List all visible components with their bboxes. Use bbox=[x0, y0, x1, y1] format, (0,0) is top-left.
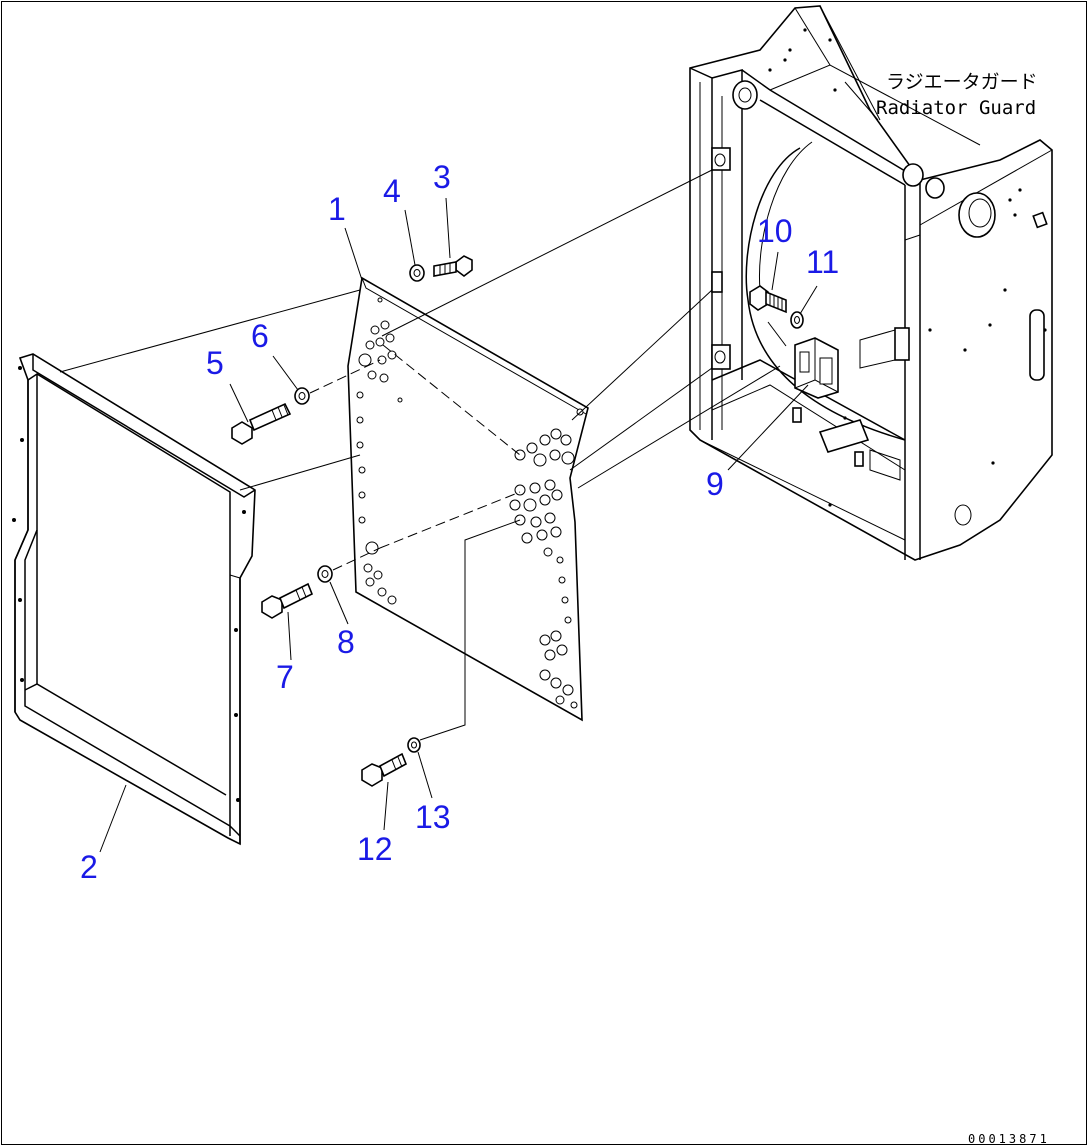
callout-9: 9 bbox=[706, 466, 724, 502]
part-12-bolt bbox=[361, 752, 408, 787]
callout-8: 8 bbox=[337, 624, 355, 660]
part-6-washer bbox=[294, 387, 310, 405]
callout-1: 1 bbox=[328, 191, 346, 227]
part-4-washer bbox=[409, 264, 425, 282]
callout-13: 13 bbox=[415, 799, 451, 835]
callout-2: 2 bbox=[80, 849, 98, 885]
callout-4: 4 bbox=[383, 173, 401, 209]
radiator-frame bbox=[689, 5, 1053, 561]
part-8-washer bbox=[317, 565, 333, 583]
callout-5: 5 bbox=[206, 345, 224, 381]
document-number: 00013871 bbox=[968, 1132, 1050, 1146]
callout-12: 12 bbox=[357, 831, 393, 867]
plate-perforations bbox=[356, 297, 584, 709]
part-1-guard-plate bbox=[347, 276, 589, 722]
callout-11: 11 bbox=[806, 244, 839, 280]
part-3-bolt bbox=[433, 255, 473, 277]
part-5-bolt bbox=[231, 402, 292, 445]
callout-3: 3 bbox=[433, 159, 451, 195]
callout-10: 10 bbox=[757, 213, 793, 249]
part-9-bracket bbox=[794, 337, 839, 399]
title-japanese: ラジエータガード bbox=[886, 71, 1038, 93]
callout-labels: 1 2 3 4 5 6 7 8 9 10 11 12 13 bbox=[80, 159, 839, 885]
part-13-washer bbox=[407, 737, 421, 753]
title-english: Radiator Guard bbox=[876, 97, 1036, 119]
callout-7: 7 bbox=[276, 659, 294, 695]
assembly-lines bbox=[59, 81, 879, 853]
callout-6: 6 bbox=[251, 318, 269, 354]
part-11-washer bbox=[790, 311, 804, 329]
title-annotation: ラジエータガード Radiator Guard bbox=[876, 71, 1038, 119]
part-2-guard-frame bbox=[12, 353, 256, 846]
part-7-bolt bbox=[261, 582, 314, 619]
part-10-bolt bbox=[749, 285, 787, 314]
